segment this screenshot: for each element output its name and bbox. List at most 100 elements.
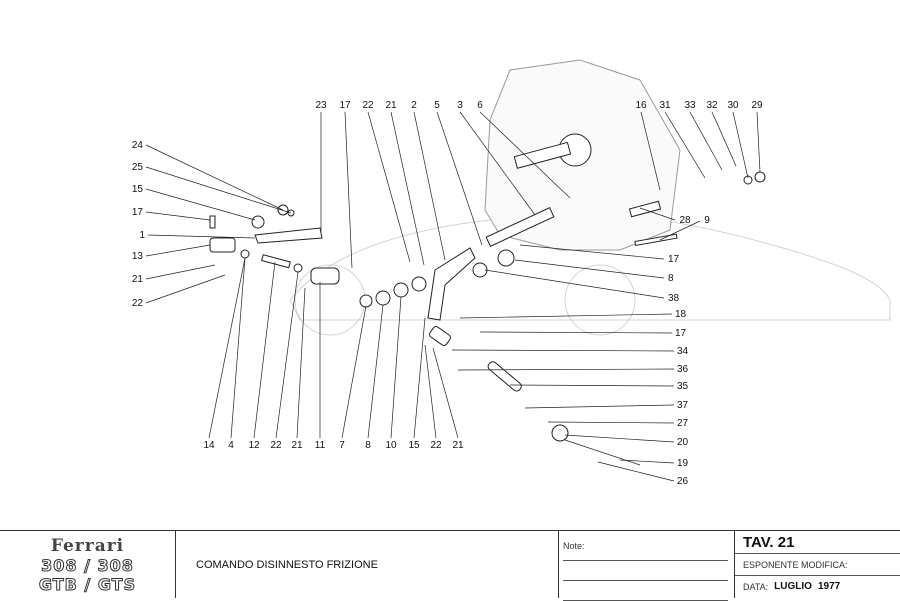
leader-line [479, 331, 673, 334]
part-callout-label: 8 [668, 273, 674, 284]
sheet-number: TAV. 21 [743, 533, 795, 551]
leader-line [479, 111, 571, 199]
leader-line [208, 257, 246, 439]
leader-line [459, 111, 536, 216]
part-callout-label: 17 [675, 328, 687, 339]
leader-line [275, 271, 299, 439]
part-callout-label: 33 [684, 100, 696, 111]
leader-line [390, 296, 402, 439]
title-block: Ferrari 308 / 308 GTB / GTS COMANDO DISI… [0, 530, 900, 601]
part-callout-label: 23 [315, 100, 327, 111]
leader-line [230, 257, 246, 439]
leader-line [145, 188, 256, 221]
part-callout-label: 17 [339, 100, 351, 111]
date-label: DATA: [743, 581, 769, 592]
part-callout-label: 18 [675, 309, 687, 320]
part-callout-label: 38 [668, 293, 680, 304]
part-callout-label: 34 [677, 346, 689, 357]
model-line-1: 308 / 308 [41, 555, 134, 575]
part-callout-label: 3 [457, 100, 463, 111]
leader-line [413, 111, 446, 261]
part-callout-label: 13 [132, 251, 144, 262]
leader-line [145, 264, 216, 280]
leader-line [253, 261, 276, 439]
part-callout-label: 21 [132, 274, 144, 285]
leader-line [145, 144, 284, 211]
leader-line [732, 111, 749, 179]
part-callout-label: 22 [270, 440, 282, 451]
leader-line [509, 384, 675, 387]
sheet-info: TAV. 21 ESPONENTE MODIFICA: DATA: LUGLIO 1… [735, 531, 900, 598]
leader-line [145, 274, 226, 304]
leader-line [664, 111, 706, 179]
part-callout-label: 9 [704, 215, 710, 226]
leader-line [424, 344, 437, 439]
part-callout-label: 30 [727, 100, 739, 111]
leader-line [436, 111, 483, 246]
part-callout-label: 15 [408, 440, 420, 451]
leader-line [619, 459, 675, 464]
leader-line [564, 434, 675, 443]
leader-line [432, 347, 459, 439]
notes: Note: [559, 531, 735, 601]
leader-line [341, 305, 367, 439]
part-callout-label: 35 [677, 381, 689, 392]
leader-line [659, 220, 701, 241]
date-month: LUGLIO [774, 581, 812, 592]
part-callout-label: 15 [132, 184, 144, 195]
brand-logo: Ferrari [50, 535, 125, 556]
part-callout-label: 21 [385, 100, 397, 111]
part-callout-label: 21 [291, 440, 303, 451]
part-callout-label: 5 [434, 100, 440, 111]
part-callout-label: 31 [659, 100, 671, 111]
part-callout-label: 6 [477, 100, 483, 111]
leader-line [689, 111, 723, 171]
leader-line [639, 207, 676, 221]
date-year: 1977 [817, 581, 841, 592]
esponente-label: ESPONENTE MODIFICA: [743, 559, 848, 570]
leader-line [547, 421, 675, 424]
part-callout-label: 17 [668, 254, 680, 265]
part-callout-label: 17 [132, 207, 144, 218]
part-callout-label: 14 [203, 440, 215, 451]
leader-line [367, 304, 384, 439]
leader-line [390, 111, 425, 266]
part-callout-label: 27 [677, 418, 689, 429]
gearbox-housing [484, 59, 681, 251]
part-callout-label: 24 [132, 140, 144, 151]
part-callout-label: 25 [132, 162, 144, 173]
part-callout-label: 1 [139, 230, 145, 241]
leader-line [367, 111, 411, 263]
leader-line [145, 244, 211, 257]
part-callout-label: 28 [679, 215, 691, 226]
drawing-title: COMANDO DISINNESTO FRIZIONE [176, 531, 559, 598]
leader-line [484, 269, 665, 299]
leader-line [145, 211, 211, 221]
leader-line [344, 111, 353, 269]
leader-line [296, 287, 306, 439]
part-callout-label: 12 [248, 440, 260, 451]
leader-line [597, 461, 675, 482]
part-callout-label: 26 [677, 476, 689, 487]
leader-line [524, 404, 675, 409]
part-callout-label: 2 [411, 100, 417, 111]
leader-line [147, 234, 256, 239]
leader-line [457, 368, 675, 371]
parts [209, 171, 766, 466]
part-callout-label: 16 [635, 100, 647, 111]
leader-line [711, 111, 737, 167]
part-callout-label: 8 [365, 440, 371, 451]
part-callout-label: 20 [677, 437, 689, 448]
part-callout-label: 19 [677, 458, 689, 469]
part-callout-label: 4 [228, 440, 234, 451]
leader-line [756, 111, 761, 173]
part-callout-label: 22 [430, 440, 442, 451]
leader-line [459, 313, 673, 319]
leader-line [145, 166, 292, 214]
part-callout-label: 36 [677, 364, 689, 375]
leader-line [519, 244, 665, 260]
part-callout-label: 7 [339, 440, 345, 451]
leader-line [413, 317, 426, 439]
